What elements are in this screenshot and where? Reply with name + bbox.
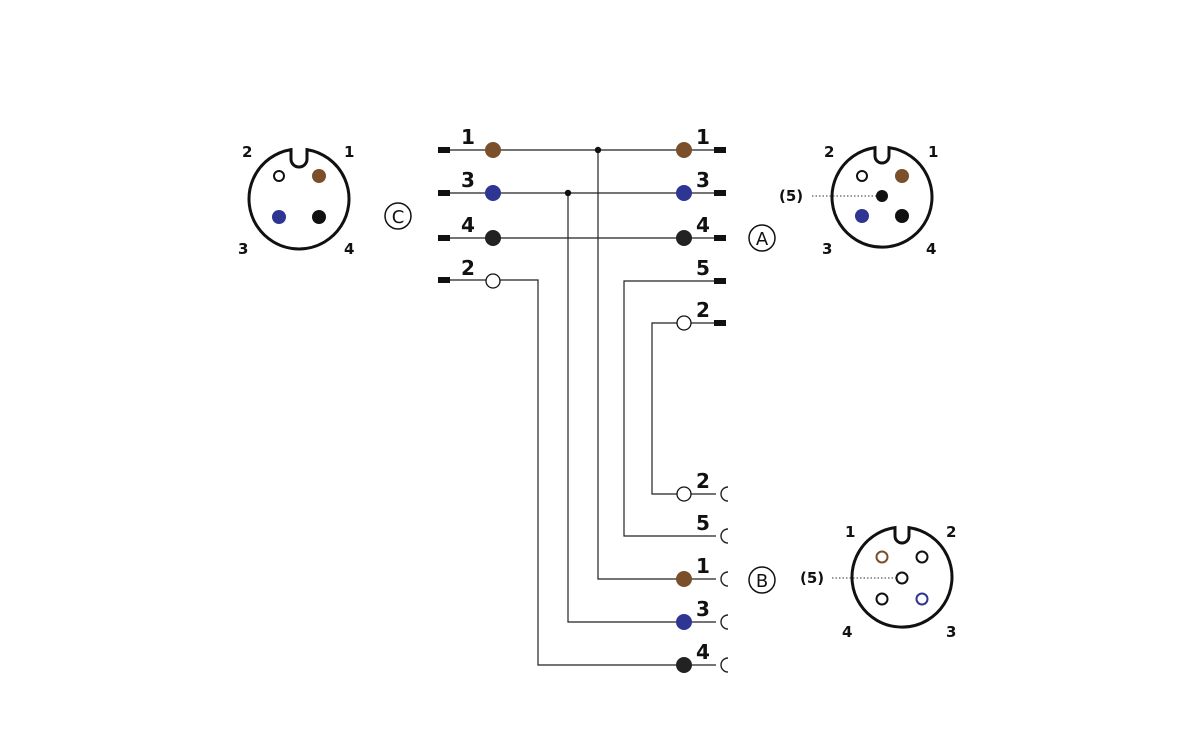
wire-dot-b-2 bbox=[676, 486, 692, 502]
connector-c-marker: C bbox=[384, 202, 412, 230]
wire-number-a-2: 2 bbox=[696, 298, 710, 322]
wire-number-c-3: 3 bbox=[461, 168, 475, 192]
connector-b-pin-4 bbox=[875, 592, 889, 606]
wire-3-branch-to-b bbox=[567, 193, 716, 623]
terminal-a-4 bbox=[714, 235, 726, 241]
connector-b-marker-circle bbox=[748, 566, 776, 594]
wire-2-c-to-b-4 bbox=[440, 279, 716, 666]
wire-dot-c-4 bbox=[485, 230, 501, 246]
socket-b-2 bbox=[720, 486, 729, 502]
connector-c-marker-circle bbox=[384, 202, 412, 230]
terminal-a-3 bbox=[714, 190, 726, 196]
connector-b-pin-3-label: 3 bbox=[946, 623, 956, 641]
connector-c-outline bbox=[247, 147, 351, 251]
connector-a-pin-4 bbox=[895, 209, 909, 223]
connector-a-outline bbox=[830, 145, 934, 249]
connector-a-pin-1 bbox=[895, 169, 909, 183]
wire-number-b-5: 5 bbox=[696, 511, 710, 535]
connector-b-pin-4-label: 4 bbox=[842, 623, 852, 641]
wire-number-a-4: 4 bbox=[696, 213, 710, 237]
wire-number-c-1: 1 bbox=[461, 125, 475, 149]
wire-number-b-1: 1 bbox=[696, 554, 710, 578]
connector-a-marker-label: A bbox=[756, 229, 769, 250]
connector-c-pin-2 bbox=[273, 170, 285, 182]
terminal-c-2 bbox=[438, 277, 450, 283]
wire-dot-a-4 bbox=[676, 230, 692, 246]
wire-dot-b-4 bbox=[676, 657, 692, 673]
connector-b-pin-2-label: 2 bbox=[946, 523, 956, 541]
connector-a-pin-3 bbox=[855, 209, 869, 223]
connector-a-marker: A bbox=[748, 224, 776, 252]
wire-dot-b-3 bbox=[676, 614, 692, 630]
connector-c-pin-2-label: 2 bbox=[242, 143, 252, 161]
connector-a-pin-2-label: 2 bbox=[824, 143, 834, 161]
connector-c-pin-1 bbox=[312, 169, 326, 183]
wire-dot-a-3 bbox=[676, 185, 692, 201]
connector-b-marker: B bbox=[748, 566, 776, 594]
wire-number-c-2: 2 bbox=[461, 256, 475, 280]
connector-a-pin-1-label: 1 bbox=[928, 143, 938, 161]
connector-b-pin-5 bbox=[895, 571, 909, 585]
connector-c-terminals: 1 3 4 2 bbox=[438, 125, 501, 289]
connector-c-pin-4-label: 4 bbox=[344, 240, 354, 258]
connector-b-pin-1 bbox=[875, 550, 889, 564]
wire-5-a-to-b bbox=[623, 280, 716, 537]
wire-dot-c-2 bbox=[485, 273, 501, 289]
wire-number-c-4: 4 bbox=[461, 213, 475, 237]
connector-c-marker-label: C bbox=[392, 207, 405, 228]
terminal-c-3 bbox=[438, 190, 450, 196]
wire-dot-c-3 bbox=[485, 185, 501, 201]
connector-b-pin-3 bbox=[915, 592, 929, 606]
connector-c-pin-3-label: 3 bbox=[238, 240, 248, 258]
connector-c-pin-4 bbox=[312, 210, 326, 224]
connector-b-terminals: 2 5 1 3 4 bbox=[676, 469, 729, 673]
wire-dot-c-1 bbox=[485, 142, 501, 158]
socket-b-3 bbox=[720, 614, 729, 630]
wire-dot-a-1 bbox=[676, 142, 692, 158]
connector-a-pin-5-label: (5) bbox=[779, 187, 803, 205]
connector-b-pin-2 bbox=[915, 550, 929, 564]
connector-c-pin-3 bbox=[272, 210, 286, 224]
terminal-c-1 bbox=[438, 147, 450, 153]
connector-a-pin-4-label: 4 bbox=[926, 240, 936, 258]
connector-a-pin-3-label: 3 bbox=[822, 240, 832, 258]
connector-b-pin-1-label: 1 bbox=[845, 523, 855, 541]
terminal-a-2 bbox=[714, 320, 726, 326]
connector-a-face: (5) 2 1 3 4 bbox=[779, 143, 938, 258]
connector-a-terminals: 1 3 4 5 2 bbox=[676, 125, 726, 331]
junction-wire-1 bbox=[594, 146, 602, 154]
connector-b-pin-5-label: (5) bbox=[800, 569, 824, 587]
connector-c-pin-1-label: 1 bbox=[344, 143, 354, 161]
wire-number-b-2: 2 bbox=[696, 469, 710, 493]
junction-wire-3 bbox=[564, 189, 572, 197]
connector-b-outline bbox=[850, 525, 954, 629]
socket-b-5 bbox=[720, 528, 729, 544]
wire-number-b-3: 3 bbox=[696, 597, 710, 621]
terminal-a-1 bbox=[714, 147, 726, 153]
wire-dot-a-2 bbox=[676, 315, 692, 331]
wire-number-a-1: 1 bbox=[696, 125, 710, 149]
socket-b-4 bbox=[720, 657, 729, 673]
connector-a-pin-2 bbox=[856, 170, 868, 182]
socket-b-1 bbox=[720, 571, 729, 587]
connector-b-marker-label: B bbox=[756, 571, 768, 592]
connector-b-face: (5) 1 2 4 3 bbox=[800, 523, 956, 641]
connector-a-marker-circle bbox=[748, 224, 776, 252]
connector-a-pin-5 bbox=[876, 190, 888, 202]
wire-traces bbox=[440, 146, 716, 666]
terminal-a-5 bbox=[714, 278, 726, 284]
terminal-c-4 bbox=[438, 235, 450, 241]
connector-c-face: 2 1 3 4 bbox=[238, 143, 354, 258]
wire-number-b-4: 4 bbox=[696, 640, 710, 664]
wire-dot-b-1 bbox=[676, 571, 692, 587]
wire-number-a-5: 5 bbox=[696, 256, 710, 280]
wire-number-a-3: 3 bbox=[696, 168, 710, 192]
